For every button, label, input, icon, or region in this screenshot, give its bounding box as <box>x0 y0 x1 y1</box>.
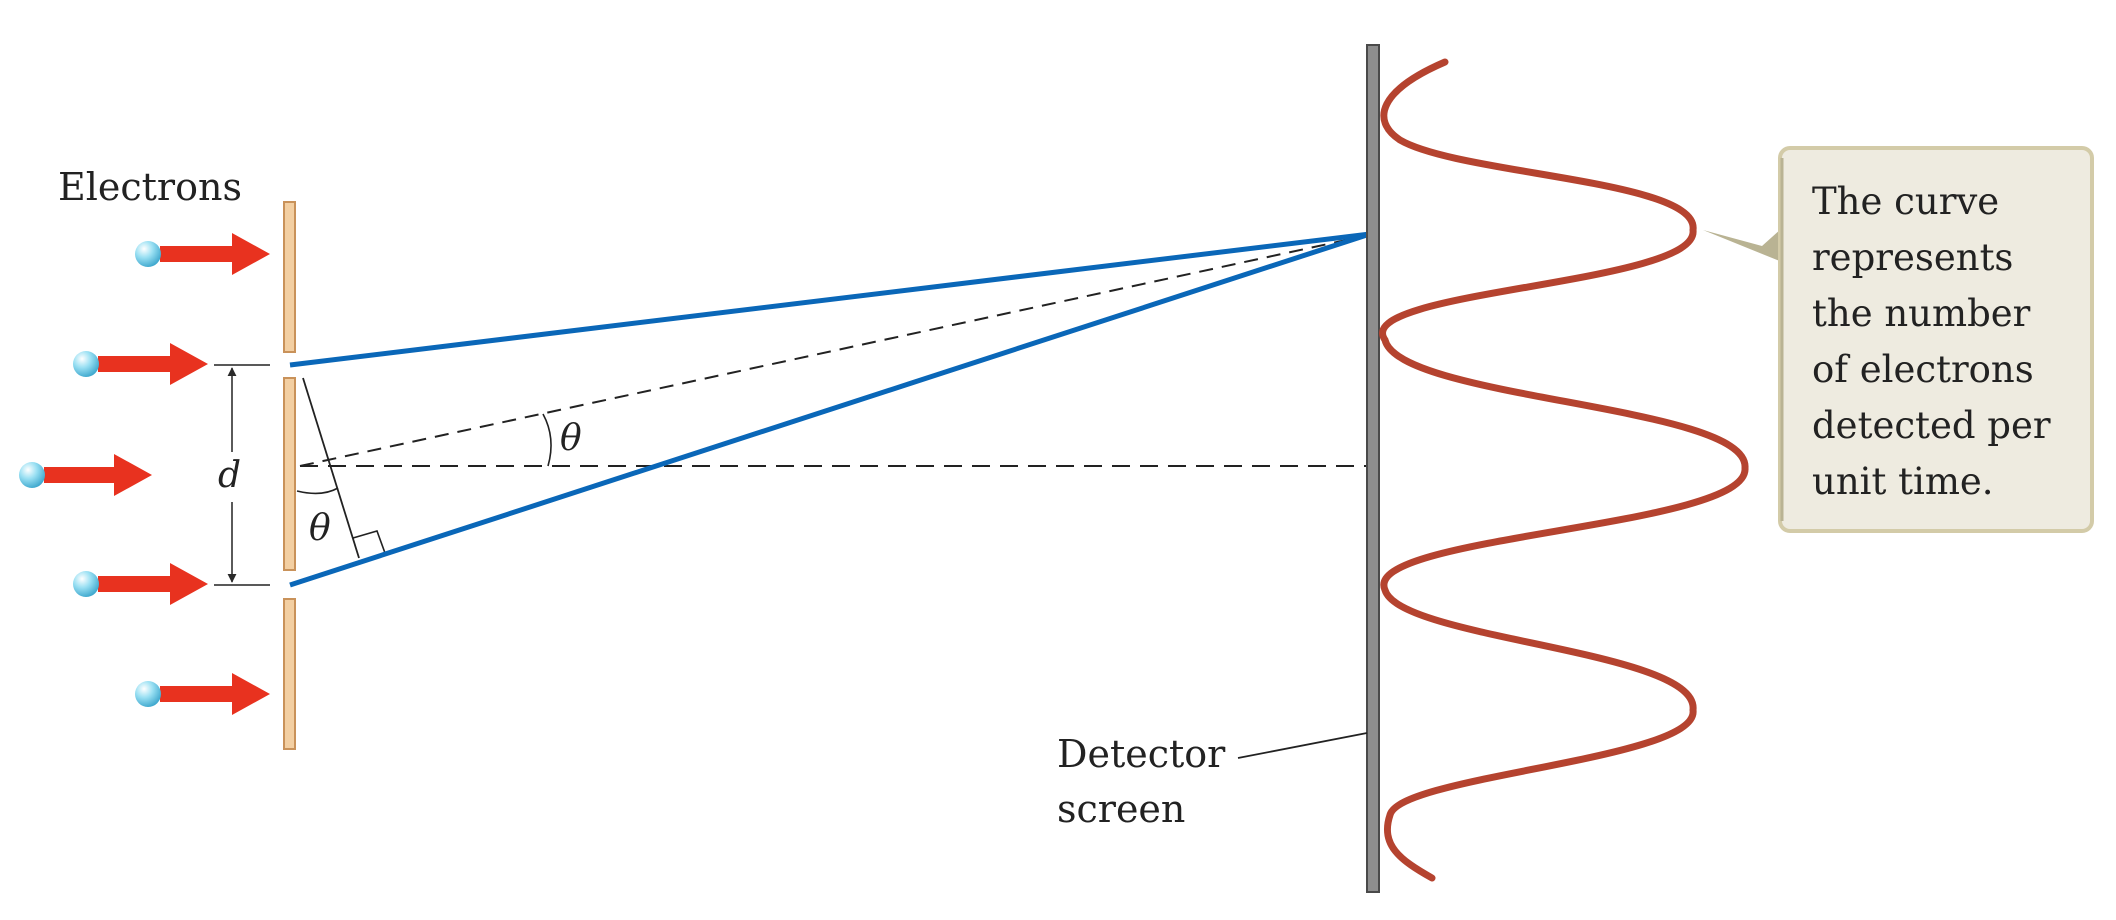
electron-icon <box>135 681 161 707</box>
theta-label-upper: θ <box>560 418 582 459</box>
slit-separation-marker <box>214 364 270 586</box>
electron-5 <box>135 673 270 715</box>
angle-arc-upper <box>542 413 552 467</box>
incoming-electrons <box>19 233 270 715</box>
arrow-right-icon <box>44 454 152 496</box>
arrow-right-icon <box>98 343 208 385</box>
upper-path <box>289 231 1371 368</box>
electrons-label: Electrons <box>58 165 242 209</box>
detector-screen <box>1366 44 1380 893</box>
callout-line: represents <box>1812 236 2013 279</box>
detector-label-line1: Detector <box>1057 732 1226 776</box>
electron-1 <box>135 233 270 275</box>
callout-pointer <box>1703 228 1782 262</box>
slit-barrier <box>283 201 296 750</box>
electron-3 <box>19 454 152 496</box>
lower-path <box>289 231 1371 588</box>
central-ray-line <box>299 235 1366 467</box>
callout-text: The curve represents the number of elect… <box>1812 180 2051 503</box>
callout-line: the number <box>1812 292 2031 335</box>
slit-separation-label: d <box>218 455 241 496</box>
callout-line: of electrons <box>1812 348 2034 391</box>
callout-box <box>1703 146 2094 533</box>
reference-lines <box>299 235 1370 467</box>
detector-leader-line <box>1237 732 1368 759</box>
arrow-right-icon <box>98 563 208 605</box>
electron-icon <box>19 462 45 488</box>
arrow-right-icon <box>160 673 270 715</box>
callout-line: The curve <box>1812 180 1999 223</box>
detector-label-line2: screen <box>1057 787 1185 831</box>
right-angle-mark <box>352 530 386 554</box>
electron-2 <box>73 343 208 385</box>
electron-icon <box>73 351 99 377</box>
arrow-right-icon <box>160 233 270 275</box>
interference-curve <box>1379 58 1749 882</box>
callout-line: unit time. <box>1812 460 1994 503</box>
angle-arc-lower <box>296 487 339 495</box>
electron-paths <box>289 231 1371 588</box>
path-difference-construction <box>296 377 552 559</box>
electron-icon <box>135 241 161 267</box>
theta-label-lower: θ <box>309 508 331 549</box>
electron-4 <box>73 563 208 605</box>
electron-icon <box>73 571 99 597</box>
callout-line: detected per <box>1812 404 2051 447</box>
